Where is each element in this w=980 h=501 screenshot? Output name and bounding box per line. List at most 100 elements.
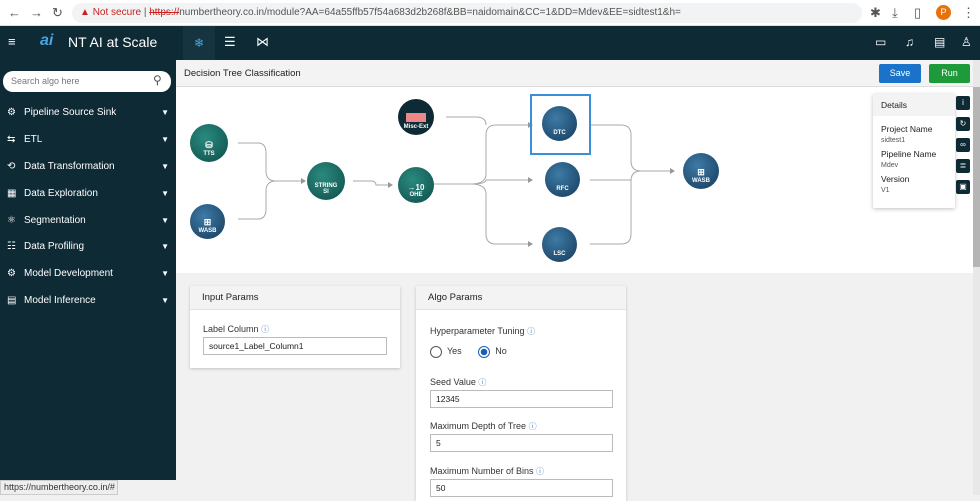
max-bins-input[interactable]: 50 — [430, 479, 613, 497]
user-icon[interactable]: ♙ — [961, 35, 972, 49]
node-rfc[interactable]: RFC — [545, 162, 580, 197]
chevron-down-icon: ▼ — [161, 162, 169, 171]
node-dtc[interactable]: DTC — [542, 106, 577, 141]
details-panel: Details Project Name sidtest1 Pipeline N… — [873, 94, 955, 208]
database-icon: ⛁ — [205, 140, 213, 150]
status-url: https://numbertheory.co.in/# — [0, 480, 118, 495]
selected-node-frame — [530, 94, 591, 155]
sidebar-item-data-transformation[interactable]: ⟲Data Transformation▼ — [7, 157, 169, 177]
info-icon[interactable]: ⓘ — [527, 327, 536, 336]
lock-icon[interactable]: ▣ — [956, 180, 970, 194]
sidebar-item-label: Pipeline Source Sink — [24, 107, 117, 118]
sidebar-item-pipeline-source-sink[interactable]: ⚙Pipeline Source Sink▼ — [7, 103, 169, 123]
node-label: OHE — [409, 192, 423, 198]
chevron-down-icon: ▼ — [161, 216, 169, 225]
algo-params-title: Algo Params — [416, 286, 626, 310]
extensions-icon[interactable]: ✱ — [870, 5, 881, 20]
list-tab-icon[interactable]: ☰ — [224, 34, 236, 49]
logo-icon: ai — [40, 32, 54, 49]
run-button[interactable]: Run — [929, 64, 970, 83]
scrollbar[interactable] — [973, 60, 980, 495]
sidebar-item-data-exploration[interactable]: ▦ Data Exploration ▼ — [7, 184, 169, 204]
sidebar-item-label: Model Development — [24, 268, 113, 279]
edge-si-ohe — [353, 180, 388, 186]
version-label: Version — [881, 174, 910, 184]
sidebar-item-label: Data Profiling — [24, 241, 85, 252]
info-icon[interactable]: ⓘ — [261, 325, 270, 334]
sidebar-item-data-profiling[interactable]: ☷Data Profiling▼ — [7, 237, 169, 257]
node-tts[interactable]: ⛁TTS — [190, 124, 228, 162]
app-title: NT AI at Scale — [68, 34, 158, 50]
forward-icon[interactable]: → — [30, 5, 43, 20]
node-wasb-input[interactable]: ⊞WASB — [190, 204, 225, 239]
model-dev-icon: ⚙ — [7, 268, 16, 279]
list-icon[interactable]: ≣ — [956, 159, 970, 173]
link-icon[interactable]: ∞ — [956, 138, 970, 152]
version-value: V1 — [881, 187, 890, 194]
chevron-down-icon: ▼ — [161, 189, 169, 198]
search-input[interactable]: Search algo here — [3, 71, 171, 92]
node-sublabel: →10 — [407, 183, 425, 192]
windows-icon: ⊞ — [697, 167, 705, 177]
info-icon[interactable]: ⓘ — [528, 422, 537, 431]
sidebar-item-label: Data Exploration — [24, 188, 98, 199]
chevron-down-icon: ▼ — [161, 269, 169, 278]
document-icon[interactable]: ▤ — [934, 35, 946, 49]
pipeline-icon: ⚙ — [7, 107, 16, 118]
seed-value-label: Seed Value — [430, 377, 476, 387]
vscode-tab-icon[interactable]: ⋈ — [256, 34, 269, 49]
save-button[interactable]: Save — [879, 64, 921, 83]
sidebar: Search algo here ⚲ ⚙ Pipeline Source Sink… — [0, 60, 176, 480]
node-lsc[interactable]: LSC — [542, 227, 577, 262]
chevron-down-icon: ▼ — [161, 296, 169, 305]
profile-avatar[interactable]: P — [936, 5, 951, 20]
max-depth-input[interactable]: 5 — [430, 434, 613, 452]
url-scheme: https:// — [149, 7, 180, 18]
address-bar[interactable]: ▲ Not secure | https://numbertheory.co.i… — [72, 3, 862, 23]
not-secure-label: Not secure — [92, 7, 142, 18]
edge-tts-si — [238, 142, 301, 182]
sidebar-item-model-development[interactable]: ⚙ Model Development ▼ — [7, 264, 169, 284]
hamburger-icon[interactable]: ≡ — [8, 34, 16, 49]
info-icon[interactable]: i — [956, 96, 970, 110]
profiling-icon: ☷ — [7, 241, 16, 252]
windows-icon: ⊞ — [203, 217, 212, 227]
yes-radio[interactable]: Yes — [430, 345, 462, 358]
refresh-icon[interactable]: ↻ — [956, 117, 970, 131]
exploration-icon: ▦ — [7, 188, 17, 199]
edge-to-wasb — [590, 124, 670, 172]
download-icon[interactable]: ⤓ — [892, 5, 898, 20]
seed-value-input[interactable]: 12345 — [430, 390, 613, 408]
sidebar-item-etl[interactable]: ⇆ETL▼ — [7, 130, 169, 150]
sidebar-item-model-inference[interactable]: ▤Model Inference▼ — [7, 291, 169, 311]
bell-icon[interactable]: ♫ — [905, 35, 914, 49]
menu-icon[interactable]: ⋮ — [962, 5, 975, 20]
node-wasb-output[interactable]: ⊞WASB — [683, 153, 719, 189]
max-bins-label: Maximum Number of Bins — [430, 466, 534, 476]
sidepanel-icon[interactable]: ▯ — [914, 5, 922, 20]
no-radio[interactable]: No — [478, 345, 507, 358]
monitor-icon[interactable]: ▭ — [875, 35, 887, 49]
pipeline-name-label: Pipeline Name — [881, 149, 937, 159]
sidebar-item-label: Model Inference — [24, 295, 96, 306]
scrollbar-thumb[interactable] — [973, 87, 980, 267]
node-label: SI — [323, 189, 329, 195]
info-icon[interactable]: ⓘ — [536, 467, 545, 476]
pipeline-tab-icon[interactable]: ❄ — [183, 26, 215, 60]
sidebar-item-segmentation[interactable]: ⚛Segmentation▼ — [7, 211, 169, 231]
reload-icon[interactable]: ↻ — [52, 5, 63, 20]
details-title: Details — [873, 94, 955, 116]
node-label: LSC — [553, 251, 566, 257]
back-icon[interactable]: ← — [8, 5, 21, 20]
sidebar-item-label: ETL — [24, 134, 43, 145]
chevron-down-icon: ▼ — [161, 135, 169, 144]
no-label: No — [495, 346, 507, 356]
label-column-input[interactable]: source1_Label_Column1 — [203, 337, 387, 355]
info-icon[interactable]: ⓘ — [478, 378, 487, 387]
search-icon[interactable]: ⚲ — [153, 73, 162, 87]
edge-ohe-rfc — [470, 179, 528, 185]
node-misc-ext[interactable]: Misc-Ext — [398, 99, 434, 135]
